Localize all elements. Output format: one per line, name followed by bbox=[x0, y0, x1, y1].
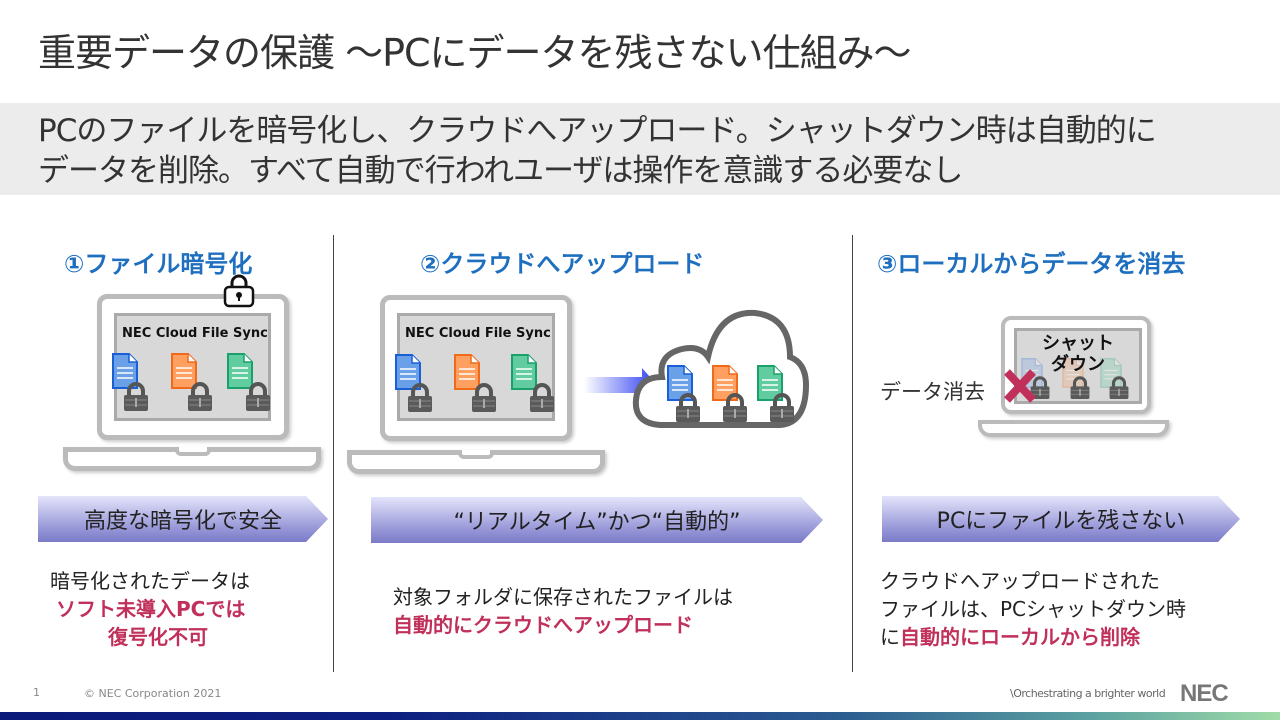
shutdown-label: シャット ダウン bbox=[1028, 333, 1128, 375]
subtitle-line-1: PCのファイルを暗号化し、クラウドへアップロード。シャットダウン時は自動的に bbox=[38, 113, 1157, 149]
lock-icon bbox=[122, 382, 150, 412]
page-title: 重要データの保護 ～PCにデータを残さない仕組み～ bbox=[38, 31, 912, 75]
desc-text: に bbox=[880, 625, 900, 649]
subtitle-line-2: データを削除。すべて自動で行われユーザは操作を意識する必要なし bbox=[38, 153, 963, 189]
page-number: 1 bbox=[33, 686, 40, 699]
step2-description: 対象フォルダに保存されたファイルは 自動的にクラウドへアップロード bbox=[393, 583, 733, 639]
step2-heading: ②クラウドへアップロード bbox=[420, 250, 705, 278]
upload-arrow-icon bbox=[584, 368, 657, 402]
step2-banner: “リアルタイム”かつ“自動的” bbox=[371, 497, 823, 543]
step1-heading: ①ファイル暗号化 bbox=[64, 250, 253, 278]
lock-icon bbox=[674, 393, 702, 423]
app-name: NEC Cloud File Sync bbox=[122, 326, 268, 341]
step3-heading: ③ローカルからデータを消去 bbox=[877, 250, 1186, 278]
nec-logo: NEC bbox=[1180, 680, 1229, 707]
lock-icon bbox=[470, 383, 498, 413]
laptop-notch bbox=[458, 450, 494, 459]
copyright: © NEC Corporation 2021 bbox=[84, 687, 222, 700]
desc-line: 対象フォルダに保存されたファイルは bbox=[393, 585, 733, 609]
column-divider bbox=[852, 235, 853, 672]
laptop-notch bbox=[175, 447, 211, 456]
data-erase-label: データ消去 bbox=[880, 380, 985, 404]
step3-description: クラウドへアップロードされた ファイルは、PCシャットダウン時 に自動的にローカ… bbox=[880, 567, 1186, 651]
lock-icon bbox=[768, 393, 796, 423]
desc-line: クラウドへアップロードされた bbox=[880, 569, 1160, 593]
laptop-base bbox=[978, 420, 1169, 437]
padlock-icon bbox=[223, 274, 255, 308]
lock-icon bbox=[1108, 376, 1130, 400]
lock-icon bbox=[406, 383, 434, 413]
desc-emphasis: 自動的にローカルから削除 bbox=[900, 625, 1140, 649]
lock-icon bbox=[1069, 376, 1091, 400]
shutdown-line: ダウン bbox=[1051, 354, 1105, 375]
tagline: \Orchestrating a brighter world bbox=[1010, 687, 1166, 700]
desc-line: 暗号化されたデータは bbox=[50, 569, 250, 593]
column-divider bbox=[333, 235, 334, 672]
step1-banner: 高度な暗号化で安全 bbox=[38, 496, 328, 542]
lock-icon bbox=[528, 383, 556, 413]
desc-emphasis: 自動的にクラウドへアップロード bbox=[393, 613, 693, 637]
footer-gradient-bar bbox=[0, 712, 1280, 720]
desc-emphasis: ソフト未導入PCでは bbox=[56, 597, 246, 621]
lock-icon bbox=[244, 382, 272, 412]
shutdown-line: シャット bbox=[1042, 333, 1114, 354]
step3-banner: PCにファイルを残さない bbox=[882, 496, 1240, 542]
desc-emphasis: 復号化不可 bbox=[108, 625, 208, 649]
subtitle-band: PCのファイルを暗号化し、クラウドへアップロード。シャットダウン時は自動的に デ… bbox=[0, 103, 1280, 195]
desc-line: に自動的にローカルから削除 bbox=[880, 623, 1186, 651]
delete-x-icon bbox=[1004, 369, 1036, 403]
lock-icon bbox=[721, 393, 749, 423]
desc-line: ファイルは、PCシャットダウン時 bbox=[880, 597, 1187, 621]
lock-icon bbox=[186, 382, 214, 412]
app-name: NEC Cloud File Sync bbox=[405, 326, 551, 341]
step1-description: 暗号化されたデータは ソフト未導入PCでは 復号化不可 bbox=[50, 567, 250, 651]
